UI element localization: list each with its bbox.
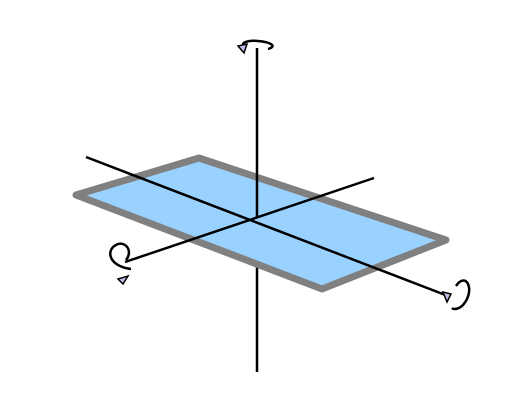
rotation-arrow-long-axis	[441, 279, 471, 311]
short-axis	[124, 176, 375, 264]
rotation-arrow-short-axis	[109, 242, 132, 286]
rotation-arc	[451, 279, 471, 311]
rotation-arc	[241, 39, 274, 51]
rotation-arrow-vertical-axis	[236, 39, 274, 55]
arrowhead-icon	[236, 42, 249, 55]
arrowhead-icon	[116, 274, 130, 286]
long-axis	[85, 155, 449, 298]
arrowhead-icon	[441, 290, 453, 304]
rotation-arc	[109, 242, 132, 271]
